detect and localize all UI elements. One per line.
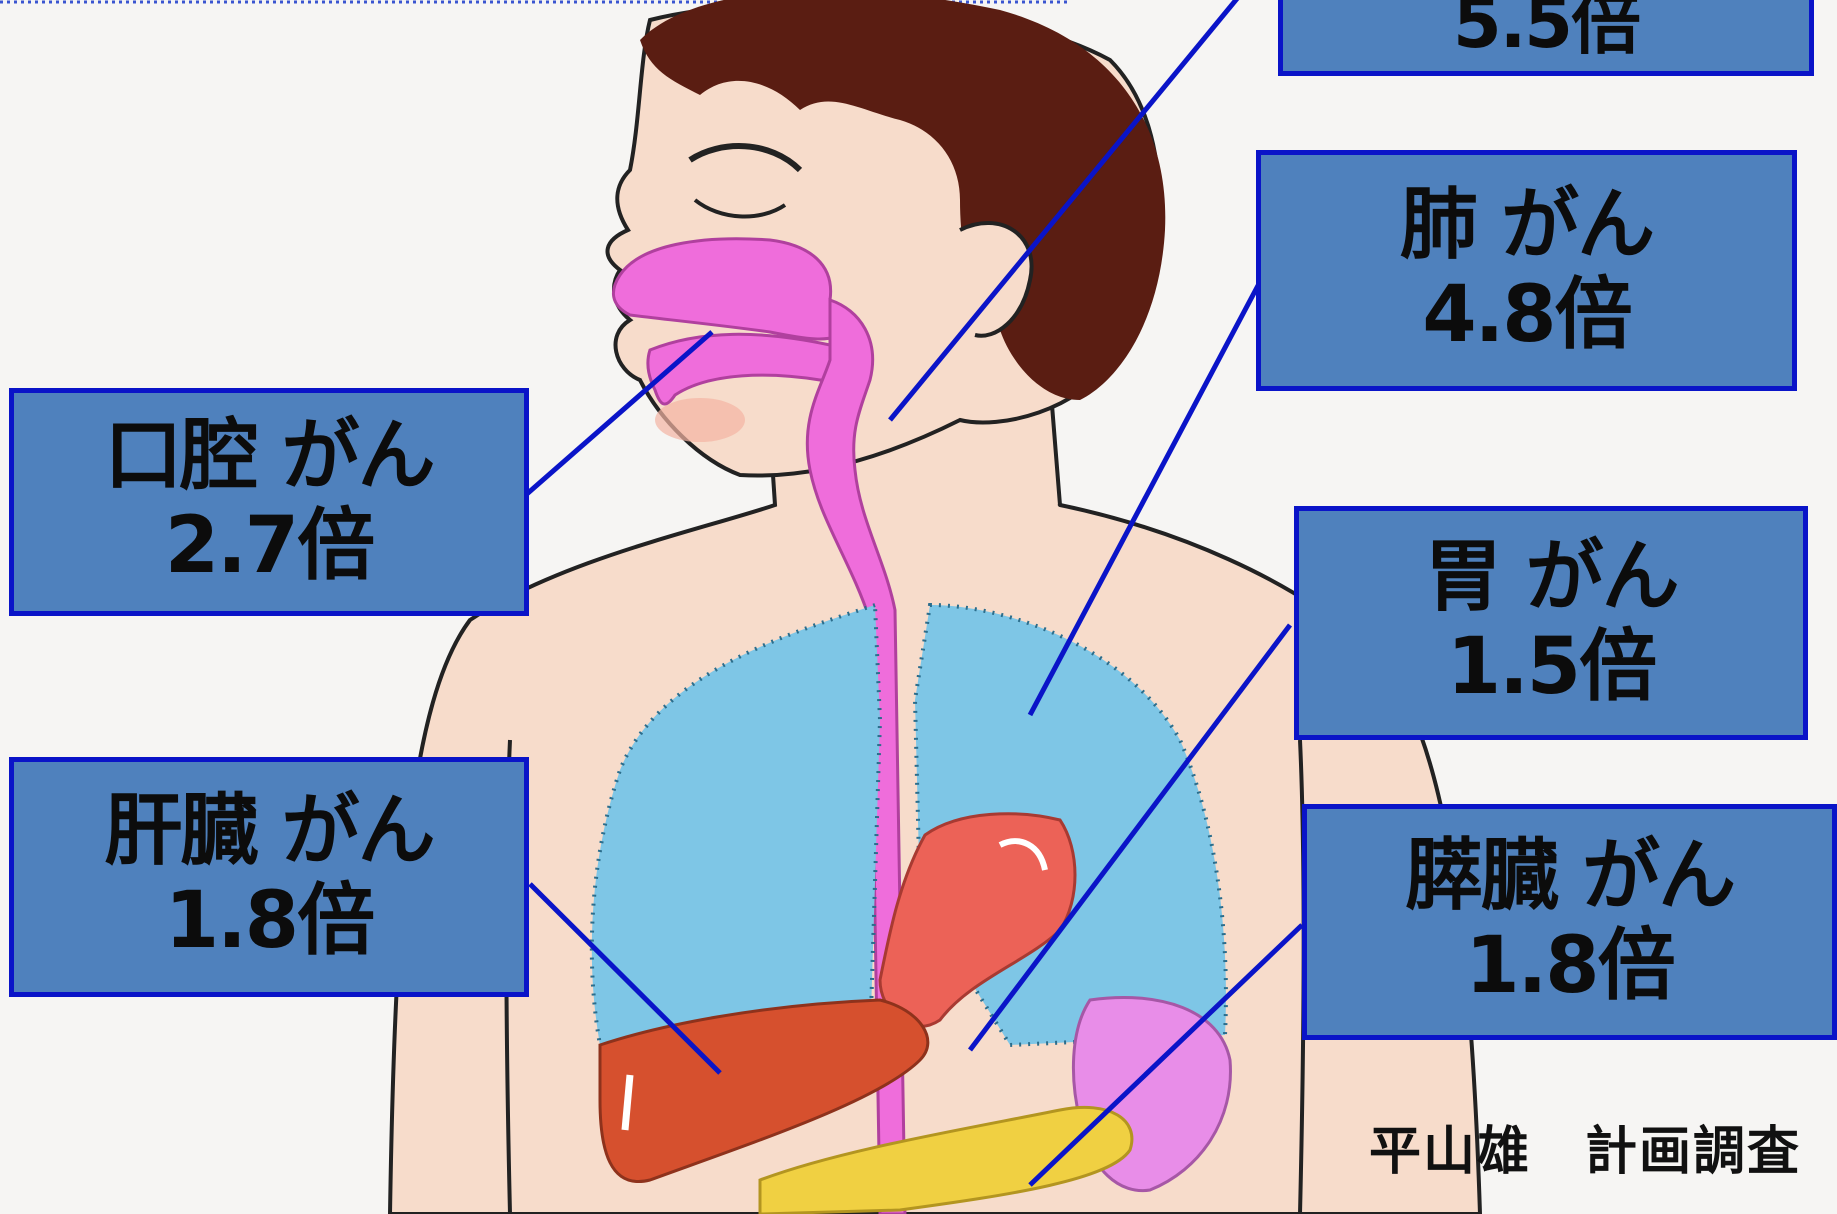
leader-line-pancreas bbox=[1028, 923, 1304, 1187]
label-oral-name: 口腔 がん bbox=[104, 411, 435, 502]
label-box-lung-cancer: 肺 がん 4.8倍 bbox=[1256, 150, 1797, 391]
source-credit: 平山雄 計画調査 bbox=[1368, 1122, 1801, 1182]
label-box-top: 5.5倍 bbox=[1278, 0, 1814, 76]
leader-line-liver bbox=[528, 882, 722, 1075]
label-box-stomach-cancer: 胃 がん 1.5倍 bbox=[1294, 506, 1808, 740]
right-lung bbox=[589, 602, 883, 1047]
leader-line-oral bbox=[518, 330, 714, 502]
stomach bbox=[878, 812, 1077, 1028]
liver-highlight bbox=[621, 1074, 634, 1131]
label-liver-name: 肝臓 がん bbox=[104, 786, 435, 877]
cheek bbox=[655, 398, 745, 442]
label-lung-ratio: 4.8倍 bbox=[1422, 269, 1632, 360]
label-lung-name: 肺 がん bbox=[1399, 179, 1655, 270]
eyebrow bbox=[688, 143, 803, 173]
label-pancreas-name: 膵臓 がん bbox=[1404, 831, 1736, 922]
label-top-ratio: 5.5倍 bbox=[1452, 0, 1641, 64]
leader-line-top bbox=[888, 0, 1240, 422]
label-box-oral-cancer: 口腔 がん 2.7倍 bbox=[9, 388, 529, 616]
oral-cavity bbox=[646, 332, 843, 406]
label-box-pancreas-cancer: 膵臓 がん 1.8倍 bbox=[1302, 804, 1837, 1040]
label-oral-ratio: 2.7倍 bbox=[164, 501, 375, 591]
label-stomach-ratio: 1.5倍 bbox=[1446, 622, 1657, 712]
label-stomach-name: 胃 がん bbox=[1424, 532, 1679, 623]
leader-line-lung bbox=[1027, 276, 1265, 717]
eye bbox=[693, 198, 787, 219]
ear bbox=[959, 221, 1034, 338]
pancreas bbox=[758, 1105, 1134, 1214]
label-box-liver-cancer: 肝臓 がん 1.8倍 bbox=[9, 757, 529, 997]
stomach-highlight bbox=[998, 838, 1048, 871]
label-pancreas-ratio: 1.8倍 bbox=[1465, 921, 1675, 1011]
hair bbox=[640, 0, 1166, 400]
liver bbox=[598, 998, 930, 1183]
leader-line-stomach bbox=[968, 623, 1292, 1052]
label-liver-ratio: 1.8倍 bbox=[164, 876, 375, 966]
